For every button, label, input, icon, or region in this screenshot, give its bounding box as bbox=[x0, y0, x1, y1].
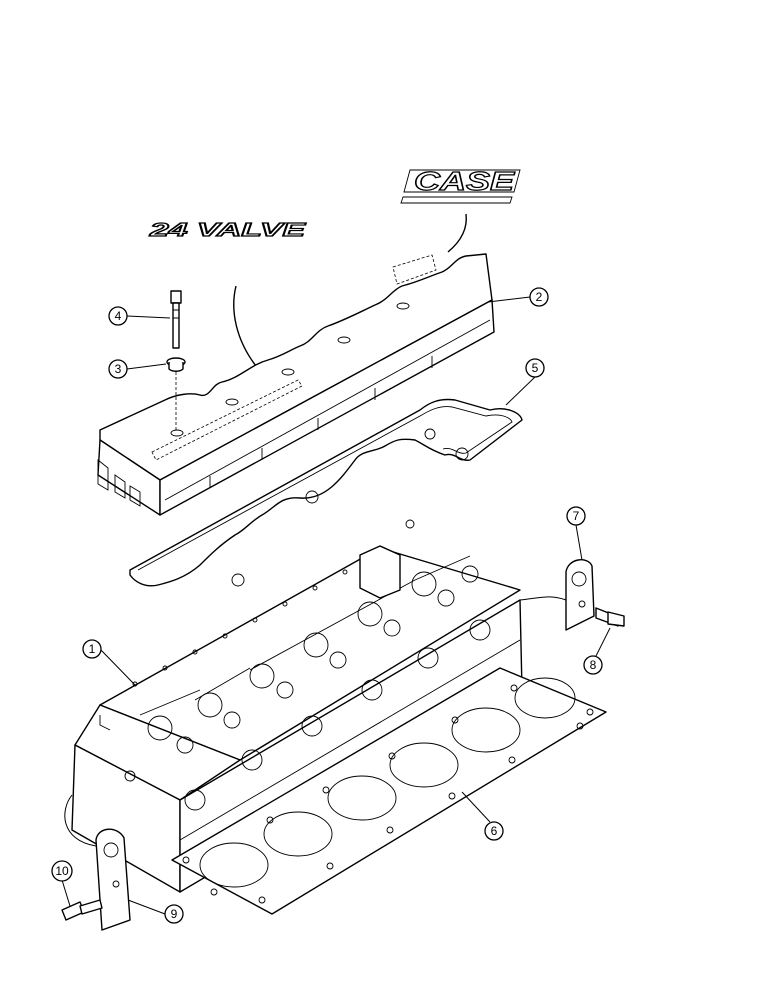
callout-7-label: 7 bbox=[573, 509, 580, 523]
callout-1-label: 1 bbox=[89, 642, 96, 656]
case-decal-text: CASE bbox=[414, 166, 515, 196]
callout-2: 2 bbox=[487, 287, 549, 307]
lifting-bracket-rear bbox=[565, 559, 595, 631]
case-decal: CASE bbox=[400, 165, 521, 204]
valve-train bbox=[139, 555, 479, 754]
callout-5-label: 5 bbox=[532, 361, 539, 375]
callout-4-label: 4 bbox=[115, 309, 122, 323]
callout-3: 3 bbox=[108, 359, 167, 379]
callout-2-label: 2 bbox=[536, 290, 543, 304]
cover-bolt bbox=[170, 290, 182, 349]
bracket-front-link bbox=[64, 794, 97, 847]
valve-decal-arrow bbox=[233, 285, 257, 367]
callout-1: 1 bbox=[82, 639, 137, 687]
callout-5: 5 bbox=[505, 358, 545, 406]
callout-9: 9 bbox=[127, 899, 184, 924]
callout-8-label: 8 bbox=[590, 658, 597, 672]
cover-gasket bbox=[129, 398, 523, 587]
callout-4: 4 bbox=[108, 306, 171, 326]
case-decal-arrow bbox=[447, 213, 467, 253]
callout-6-label: 6 bbox=[491, 824, 498, 838]
head-gasket bbox=[171, 667, 607, 915]
callout-8: 8 bbox=[583, 627, 611, 675]
bracket-bolt-rear bbox=[595, 607, 625, 627]
callout-9-label: 9 bbox=[171, 907, 178, 921]
valve-decal-text: 24 VALVE bbox=[148, 220, 307, 240]
valve-cover bbox=[97, 253, 495, 516]
callout-3-label: 3 bbox=[115, 362, 122, 376]
grommet bbox=[166, 357, 186, 372]
callout-7: 7 bbox=[566, 506, 586, 561]
bracket-rear-link bbox=[519, 596, 567, 601]
callout-10-label: 10 bbox=[55, 864, 69, 878]
bracket-bolt-front bbox=[61, 899, 103, 921]
callout-6: 6 bbox=[461, 791, 504, 841]
lifting-bracket-front bbox=[95, 828, 131, 931]
callout-10: 10 bbox=[51, 860, 73, 907]
valve-decal: 24 VALVE bbox=[148, 219, 308, 240]
